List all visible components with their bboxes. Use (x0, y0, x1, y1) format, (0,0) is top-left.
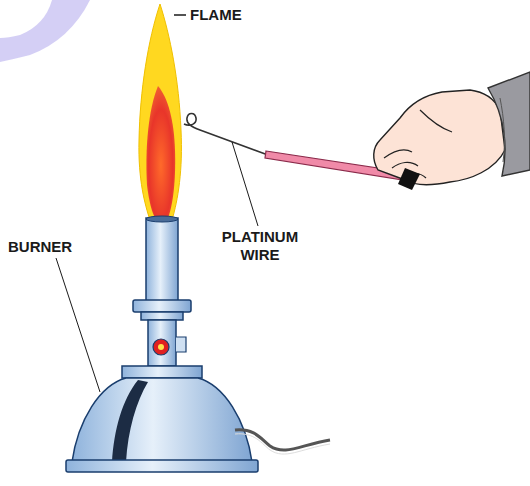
sleeve-fold (500, 98, 504, 162)
air-regulator (148, 320, 176, 366)
flame-label: FLAME (190, 6, 310, 24)
part-label: BURNER (8, 238, 128, 256)
flame-outer (139, 4, 182, 220)
leader-line (174, 14, 186, 16)
burner-collar (133, 300, 191, 312)
air-regulator (176, 337, 186, 352)
burner-base (66, 460, 258, 472)
rod-end (398, 168, 420, 190)
tube-opening (146, 216, 178, 222)
burner-collar (141, 312, 183, 320)
finger-lines (420, 110, 452, 132)
air-hole (158, 344, 164, 350)
part-label: PLATINUM WIRE (212, 228, 308, 264)
burner-tube (146, 218, 178, 302)
gas-hose (235, 434, 330, 454)
watermark-shape (0, 0, 52, 38)
hand (374, 90, 505, 185)
leader-line (232, 142, 258, 226)
air-hole (153, 339, 169, 355)
watermark-shape (0, 0, 90, 62)
burner-base (122, 366, 202, 378)
sleeve (488, 72, 530, 176)
leader-line (56, 258, 100, 392)
platinum-wire (184, 114, 268, 156)
flame-inner (146, 86, 175, 218)
base-shadow (112, 380, 148, 462)
burner-base (72, 378, 252, 462)
